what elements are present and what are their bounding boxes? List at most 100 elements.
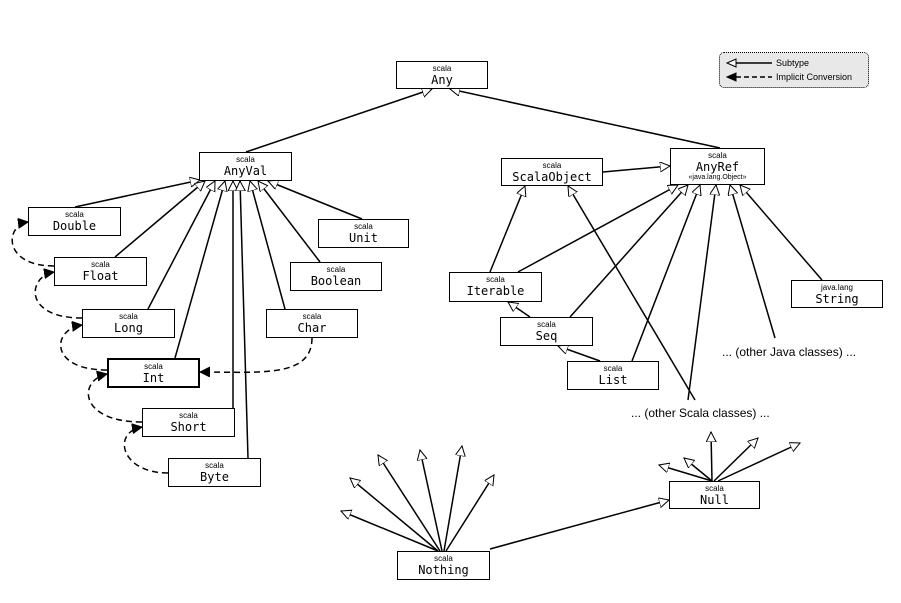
legend: Subtype Implicit Conversion [719,52,869,88]
node-any: scala Any [396,61,488,89]
edge-iterable-to-scalaobject [489,186,525,273]
edge-null-fan-5 [717,443,800,482]
node-name: Seq [535,329,558,343]
edge-nothing-fan-6 [445,475,495,552]
node-seq: scala Seq [500,317,593,346]
edge-unit-to-anyval [268,181,363,220]
node-name: Short [170,420,207,434]
node-name: Nothing [418,563,469,577]
edge-other-java-to-anyref [730,185,776,339]
node-char: scala Char [266,309,358,338]
node-name: Unit [349,231,378,245]
edge-char-to-anyval [250,181,286,310]
node-package: scala [236,155,255,164]
subtype-legend-arrow [726,58,772,68]
node-package: scala [537,320,556,329]
node-anyval: scala AnyVal [199,152,292,181]
conversion-long-to-float [34,272,83,319]
node-name: List [598,373,628,387]
node-package: scala [91,260,110,269]
edge-boolean-to-anyval [258,181,321,263]
edge-null-fan-4 [713,438,758,482]
node-name: Any [431,73,453,87]
node-name: String [815,292,859,306]
node-null: scala Null [669,481,760,509]
node-name: Boolean [310,274,362,288]
node-name: AnyRef [695,160,740,174]
edge-byte-to-anyval [240,181,249,459]
edge-anyval-to-any [245,89,432,153]
node-nothing: scala Nothing [397,551,490,580]
edge-seq-to-anyref [569,185,688,318]
node-package: scala [542,161,562,170]
node-package: scala [205,461,224,470]
edge-other-scala-to-anyref [687,185,716,401]
edge-scalaobject-to-anyref [602,166,670,173]
edge-float-to-anyval [114,181,205,258]
node-boolean: scala Boolean [290,262,382,291]
node-package: scala [65,210,84,219]
edge-null-fan-3 [711,432,712,482]
node-package: scala [326,265,346,274]
node-name: Float [82,269,119,283]
edge-other-scala-to-scalaobject [567,186,696,401]
node-package: scala [434,554,453,563]
node-name: Null [700,493,729,507]
node-package: scala [302,312,322,321]
node-long: scala Long [82,309,175,338]
edge-seq-to-iterable [508,302,531,318]
node-name: Double [52,219,97,233]
edge-nothing-fan-3 [377,455,441,552]
conversion-byte-to-short [123,427,169,474]
other-scala-classes-note: ... (other Scala classes) ... [631,406,770,420]
node-package: scala [354,222,373,231]
node-name: ScalaObject [512,170,592,184]
node-name: Int [142,371,165,385]
edge-long-to-anyval [147,181,216,310]
node-short: scala Short [142,408,235,437]
node-subtitle: «java.lang.Object» [688,174,747,181]
node-package: scala [603,364,623,373]
node-iterable: scala Iterable [449,272,542,302]
node-package: scala [705,484,724,493]
node-int: scala Int [107,358,200,388]
conversion-int-to-long [59,325,108,371]
node-string: java.lang String [791,280,883,308]
edge-nothing-fan-2 [350,478,439,552]
node-name: Char [297,321,327,335]
edge-string-to-anyref [740,185,823,281]
node-name: AnyVal [223,164,268,178]
node-name: Long [114,321,143,335]
edge-list-to-seq [558,346,601,362]
node-package: scala [708,151,727,160]
node-name: Iterable [466,284,525,298]
conversion-char-to-int [200,337,313,372]
node-list: scala List [567,361,659,390]
edge-nothing-fan-5 [443,446,462,552]
implicit-conversion-legend-label: Implicit Conversion [776,72,853,82]
edge-null-fan-1 [659,465,713,482]
implicit-conversion-legend-arrow [726,72,772,82]
node-float: scala Float [54,257,147,286]
node-double: scala Double [28,207,121,236]
node-package: scala [119,312,138,321]
conversion-float-to-double [11,222,55,267]
node-package: scala [144,362,163,371]
node-package: scala [432,64,452,73]
node-package: scala [486,275,505,284]
subtype-legend-label: Subtype [776,58,810,68]
node-package: java.lang [820,283,854,292]
edge-null-fan-2 [684,458,713,482]
edge-nothing-fan-1 [341,511,439,552]
edge-nothing-fan-4 [420,450,443,552]
edge-iterable-to-anyref [517,184,678,273]
node-package: scala [179,411,198,420]
node-anyref: scala AnyRef «java.lang.Object» [670,148,765,185]
edge-int-to-anyval [174,181,225,359]
node-name: Byte [200,470,229,484]
node-unit: scala Unit [318,219,409,248]
other-java-classes-note: ... (other Java classes) ... [722,345,857,359]
edge-nothing-to-null [489,500,669,550]
node-byte: scala Byte [168,458,261,487]
